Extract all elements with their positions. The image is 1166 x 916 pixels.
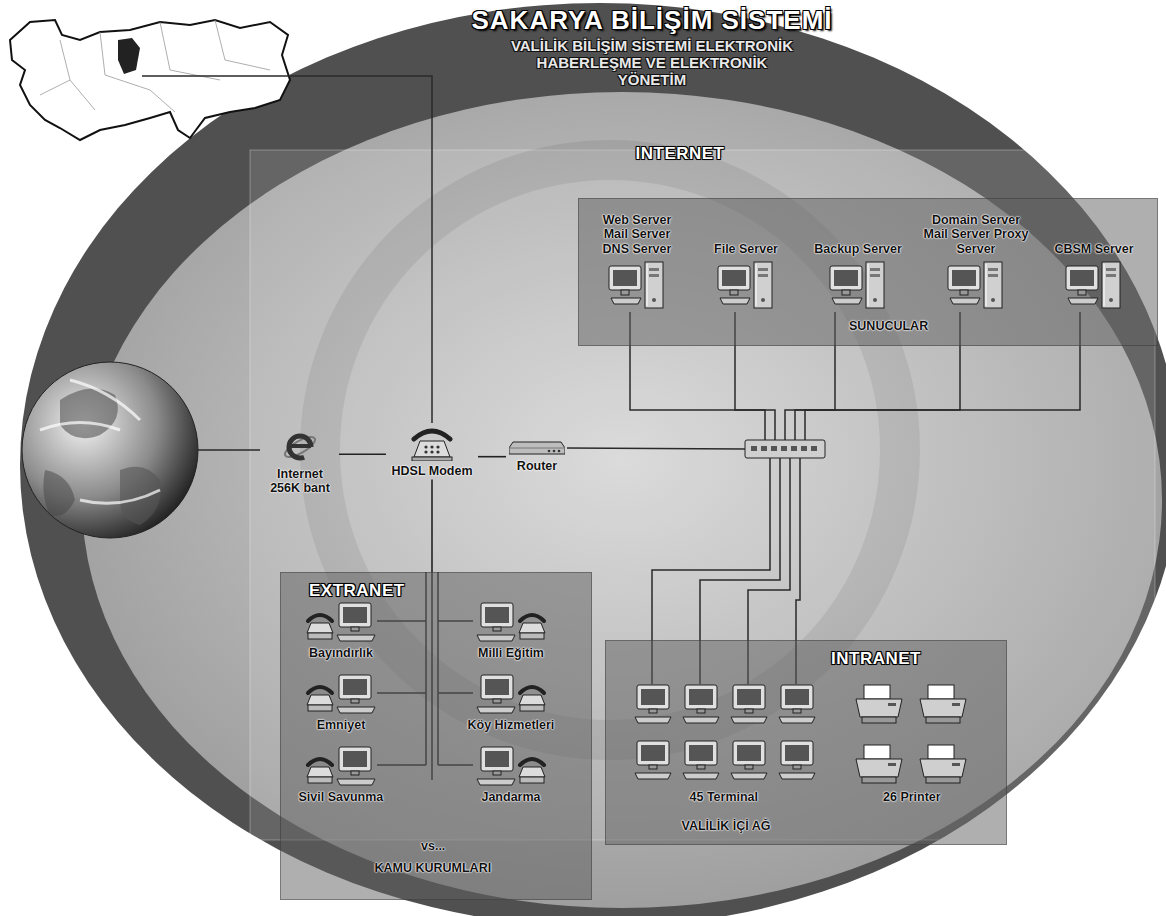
node-label: HDSL Modem: [387, 464, 477, 478]
router-icon: [509, 440, 565, 456]
server-node: Backup Server: [808, 206, 908, 310]
text-holder: SUNUCULAR: [849, 319, 928, 333]
pc-phone-icon: [475, 601, 547, 643]
server-node: File Server: [704, 206, 788, 310]
node-label: File Server: [704, 242, 788, 256]
globe: [22, 362, 198, 538]
server-panel: SUNUCULAR Web Server Mail Server DNS Serv…: [578, 198, 1158, 346]
server-icon: [1064, 260, 1124, 310]
server-node: Domain Server Mail Server Proxy Server: [923, 206, 1029, 310]
text-holder: KAMU KURUMLARI: [375, 861, 492, 875]
connector-line: [431, 479, 433, 572]
panel-heading: EXTRANET: [309, 581, 405, 601]
connector-line: [339, 453, 386, 455]
router-node: Router: [507, 440, 567, 473]
section-heading: INTERNET: [636, 144, 725, 164]
node-label: Köy Hizmetleri: [468, 718, 555, 732]
node-label: Sivil Savunma: [299, 790, 384, 804]
node-label: SUNUCULAR: [849, 319, 928, 333]
text-holder: 45 Terminal: [690, 790, 759, 804]
modem-icon: [410, 425, 454, 461]
text-holder: INTRANET: [831, 649, 921, 669]
node-label: Milli Eğitim: [478, 646, 544, 660]
node-label: Jandarma: [481, 790, 540, 804]
panel-heading: INTRANET: [831, 649, 921, 669]
pc-phone-icon: [305, 745, 377, 787]
text-box: Domain Server Mail Server Proxy Server: [923, 206, 1029, 256]
server-icon: [607, 260, 667, 310]
text-holder: vs...: [421, 839, 445, 853]
node-label: Web Server Mail Server DNS Server: [591, 213, 683, 256]
intranet-panel: INTRANET VALİLİK İÇİ AĞ: [605, 640, 1007, 845]
pc-phone-icon: [475, 673, 547, 715]
server-icon: [716, 260, 776, 310]
server-icon: [828, 260, 888, 310]
text-holder: INTERNET: [636, 144, 725, 164]
subtitle: VALİLİK BİLİŞİM SİSTEMİ ELEKTRONİK HABER…: [502, 38, 802, 89]
office-node: Milli Eğitim: [475, 601, 547, 660]
connector-line: [478, 456, 506, 458]
node-label: Backup Server: [808, 242, 908, 256]
text-box: File Server: [704, 206, 788, 256]
node-label: Emniyet: [317, 718, 366, 732]
text-holder: 26 Printer: [883, 790, 941, 804]
text-holder: VALİLİK İÇİ AĞ: [682, 819, 771, 833]
modem-node: HDSL Modem: [387, 425, 477, 478]
pc-phone-icon: [305, 601, 377, 643]
network-switch: [745, 440, 825, 458]
node-label: VALİLİK İÇİ AĞ: [682, 819, 771, 833]
text-holder: EXTRANET: [309, 581, 405, 601]
node-label: Domain Server Mail Server Proxy Server: [923, 213, 1029, 256]
extranet-panel: EXTRANET vs... KAMU KURUMLARI Bayındırlık Mi…: [280, 572, 592, 900]
node-label: CBSM Server: [1046, 242, 1142, 256]
text-box: Web Server Mail Server DNS Server: [591, 206, 683, 256]
node-label: Internet 256K bant: [262, 467, 338, 496]
server-node: CBSM Server: [1046, 206, 1142, 310]
office-node: Sivil Savunma: [299, 745, 384, 804]
text-box: Backup Server: [808, 206, 908, 256]
pc-phone-icon: [475, 745, 547, 787]
diagram-title: SAKARYA BİLİŞİM SİSTEMİ: [472, 6, 833, 36]
turkey-map: [10, 20, 290, 140]
office-node: Jandarma: [475, 745, 547, 804]
terminal-printer-icons: [606, 641, 1008, 846]
node-label: vs...: [421, 839, 445, 853]
count-label: 45 Terminal: [690, 790, 759, 804]
internet-node: Internet 256K bant: [262, 430, 338, 496]
ie-icon: [283, 430, 317, 464]
office-node: Köy Hizmetleri: [468, 673, 555, 732]
pc-phone-icon: [305, 673, 377, 715]
node-label: Router: [507, 459, 567, 473]
node-label: Bayındırlık: [309, 646, 373, 660]
office-node: Bayındırlık: [305, 601, 377, 660]
text-holder: SAKARYA BİLİŞİM SİSTEMİ: [472, 6, 833, 36]
count-label: 26 Printer: [883, 790, 941, 804]
server-icon: [946, 260, 1006, 310]
node-label: KAMU KURUMLARI: [375, 861, 492, 875]
server-node: Web Server Mail Server DNS Server: [591, 206, 683, 310]
text-holder: VALİLİK BİLİŞİM SİSTEMİ ELEKTRONİK HABER…: [502, 38, 802, 89]
office-node: Emniyet: [305, 673, 377, 732]
text-box: CBSM Server: [1046, 206, 1142, 256]
